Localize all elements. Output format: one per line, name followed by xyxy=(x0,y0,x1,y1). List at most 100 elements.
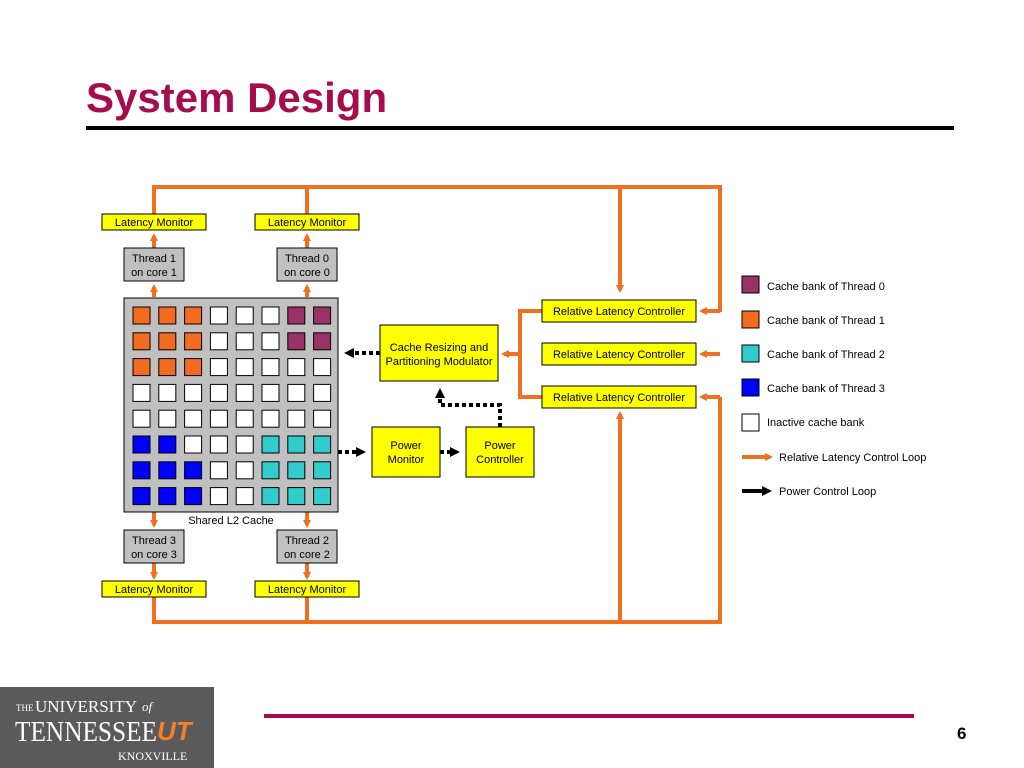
cache-bank xyxy=(184,358,203,377)
relative-latency-controller-2: Relative Latency Controller xyxy=(541,342,697,366)
cache-bank xyxy=(209,332,228,351)
cache-bank xyxy=(287,383,306,402)
cache-bank xyxy=(313,358,332,377)
latency-monitor-label: Latency Monitor xyxy=(268,217,347,229)
rlc-label: Relative Latency Controller xyxy=(553,306,685,318)
thread-line1: Thread 0 xyxy=(285,253,329,265)
cache-bank xyxy=(158,383,177,402)
bottom-loop-wire xyxy=(152,397,722,624)
thread-line1: Thread 3 xyxy=(132,535,176,547)
relative-latency-controller-1: Relative Latency Controller xyxy=(541,299,697,323)
thread-line2: on core 2 xyxy=(284,549,330,561)
legend-swatch-thread2 xyxy=(741,344,760,363)
legend-swatch-inactive xyxy=(741,413,760,432)
cache-bank xyxy=(261,487,280,506)
thread-box-0: Thread 0 on core 0 xyxy=(276,247,338,282)
cache-bank xyxy=(313,435,332,454)
cache-bank xyxy=(261,332,280,351)
cache-resizing-modulator: Cache Resizing and Partitioning Modulato… xyxy=(379,324,499,382)
title-underline xyxy=(86,126,954,130)
legend-relative-loop: Relative Latency Control Loop xyxy=(779,452,926,464)
cache-bank xyxy=(184,461,203,480)
cache-bank xyxy=(132,332,151,351)
cache-bank xyxy=(287,409,306,428)
cache-bank xyxy=(209,487,228,506)
latency-monitor-bottom-right: Latency Monitor xyxy=(254,580,360,598)
cache-bank xyxy=(132,409,151,428)
thread-line2: on core 0 xyxy=(284,267,330,279)
cache-bank xyxy=(313,487,332,506)
top-loop-wire xyxy=(152,185,722,312)
cache-bank xyxy=(184,409,203,428)
cache-bank xyxy=(209,306,228,325)
power-controller-line2: Controller xyxy=(476,454,524,466)
cache-bank xyxy=(184,383,203,402)
latency-monitor-label: Latency Monitor xyxy=(115,584,194,596)
cache-bank xyxy=(261,306,280,325)
cache-bank xyxy=(158,461,177,480)
latency-monitor-bottom-left: Latency Monitor xyxy=(101,580,207,598)
latency-monitor-top-left: Latency Monitor xyxy=(101,213,207,231)
cache-bank xyxy=(184,332,203,351)
footer-rule xyxy=(264,714,914,718)
legend-swatch-thread0 xyxy=(741,275,760,294)
cache-bank xyxy=(313,461,332,480)
shared-l2-cache xyxy=(123,297,339,513)
rlc-label: Relative Latency Controller xyxy=(553,349,685,361)
cache-bank xyxy=(287,461,306,480)
logo-university: UNIVERSITY xyxy=(35,697,137,716)
cache-bank xyxy=(287,332,306,351)
cache-label: Shared L2 Cache xyxy=(188,515,274,527)
cache-bank xyxy=(132,383,151,402)
cache-bank xyxy=(132,461,151,480)
cache-bank xyxy=(209,383,228,402)
cache-bank xyxy=(261,435,280,454)
latency-monitor-top-right: Latency Monitor xyxy=(254,213,360,231)
legend-swatch-thread1 xyxy=(741,310,760,329)
cache-bank xyxy=(313,332,332,351)
rlc-label: Relative Latency Controller xyxy=(553,392,685,404)
slide-title: System Design xyxy=(86,74,388,121)
cache-bank-grid xyxy=(132,306,332,506)
logo-the: THE xyxy=(16,703,34,713)
cache-bank xyxy=(235,409,254,428)
cache-bank xyxy=(287,358,306,377)
cache-bank xyxy=(158,487,177,506)
logo-of: of xyxy=(142,699,155,714)
thread-box-2: Thread 2 on core 2 xyxy=(276,529,338,564)
university-logo: THE UNIVERSITY of TENNESSEE UT KNOXVILLE xyxy=(0,687,214,768)
cache-bank xyxy=(235,435,254,454)
cache-bank xyxy=(235,332,254,351)
cache-bank xyxy=(313,409,332,428)
logo-tennessee: TENNESSEE xyxy=(15,716,157,748)
cache-bank xyxy=(287,487,306,506)
modulator-line1: Cache Resizing and xyxy=(390,342,488,354)
legend-label: Cache bank of Thread 1 xyxy=(767,315,885,327)
cache-bank xyxy=(132,358,151,377)
cache-bank xyxy=(261,461,280,480)
cache-bank xyxy=(158,358,177,377)
cache-bank xyxy=(158,435,177,454)
cache-bank xyxy=(209,461,228,480)
cache-bank xyxy=(261,358,280,377)
cache-bank xyxy=(209,409,228,428)
cache-bank xyxy=(235,461,254,480)
thread-line1: Thread 2 xyxy=(285,535,329,547)
legend-power-loop: Power Control Loop xyxy=(779,486,876,498)
legend-label: Cache bank of Thread 3 xyxy=(767,383,885,395)
page-number: 6 xyxy=(957,724,967,743)
relative-latency-controller-3: Relative Latency Controller xyxy=(541,385,697,409)
cache-bank xyxy=(132,306,151,325)
thread-box-3: Thread 3 on core 3 xyxy=(123,529,185,564)
rlc-merge-wire xyxy=(518,309,542,399)
cache-bank xyxy=(261,383,280,402)
cache-bank xyxy=(209,435,228,454)
logo-ut: UT xyxy=(157,716,194,746)
legend-swatch-thread3 xyxy=(741,378,760,397)
cache-bank xyxy=(235,487,254,506)
power-monitor: Power Monitor xyxy=(371,426,441,478)
thread-line1: Thread 1 xyxy=(132,253,176,265)
cache-bank xyxy=(158,409,177,428)
relative-latency-loop-wires xyxy=(150,185,722,624)
cache-bank xyxy=(313,383,332,402)
